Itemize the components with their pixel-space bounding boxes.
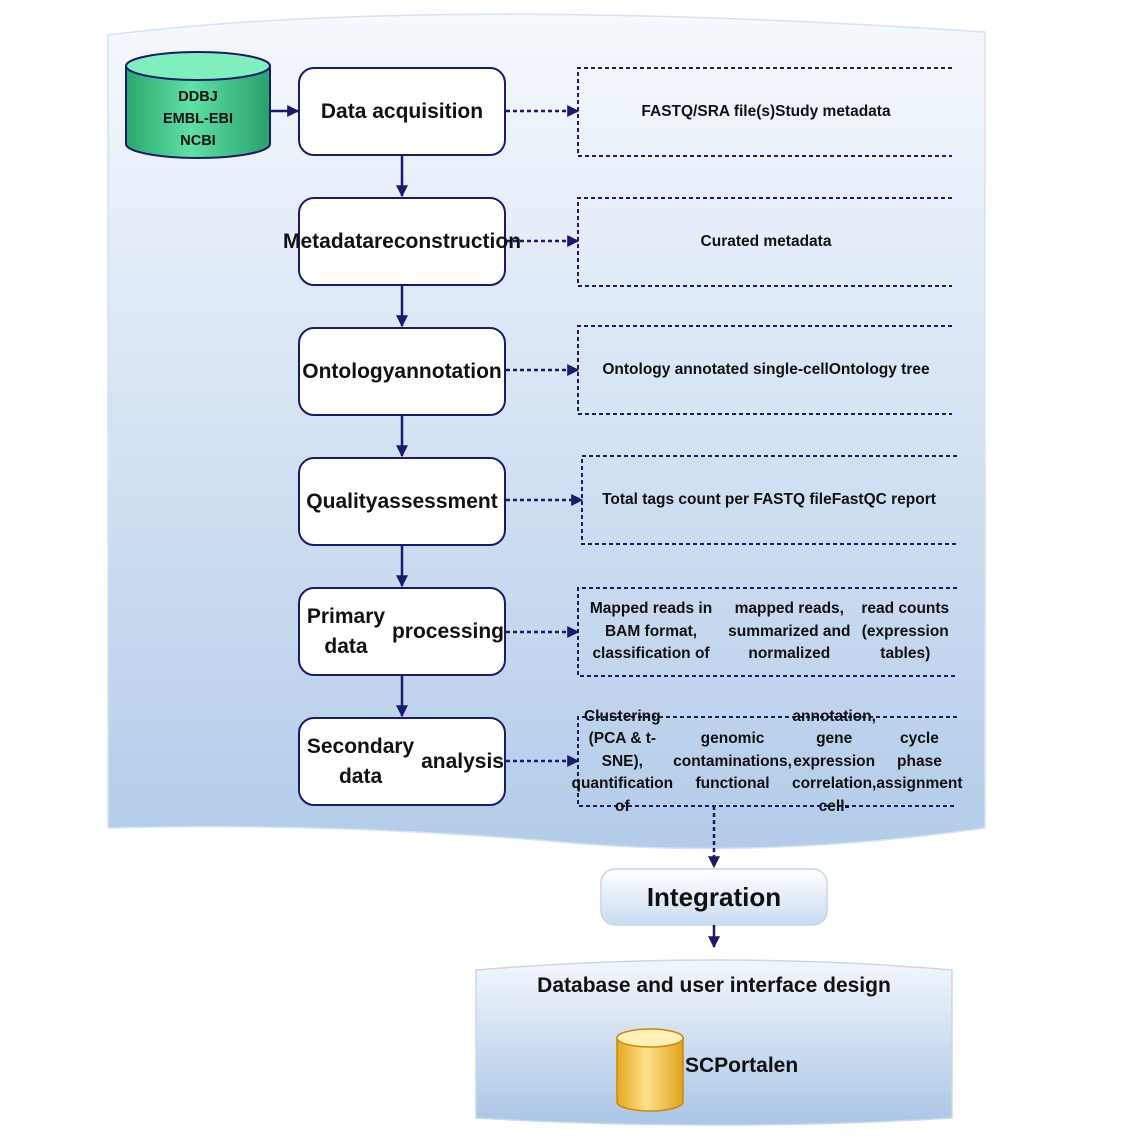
output-line: mapped reads, summarized and normalized xyxy=(728,600,851,663)
output-line: cycle phase assignment xyxy=(876,730,963,793)
step-secondary-data-analysis: Secondary data analysis xyxy=(298,717,506,806)
output-line: Curated metadata xyxy=(700,232,832,250)
output-line: genomic contaminations, functional xyxy=(673,730,792,793)
step-label: Quality xyxy=(306,489,378,513)
output-4: Total tags count per FASTQ file FastQC r… xyxy=(584,458,954,542)
output-1: FASTQ/SRA file(s) Study metadata xyxy=(580,70,952,154)
output-line: FASTQ/SRA file(s) xyxy=(641,102,776,120)
output-6: Clustering (PCA & t-SNE), quantification… xyxy=(572,708,963,815)
output-line: Total tags count per FASTQ file xyxy=(602,490,832,508)
output-line: FastQC report xyxy=(831,490,936,508)
step-quality-assessment: Quality assessment xyxy=(298,457,506,546)
source-embl-ebi: EMBL-EBI xyxy=(162,111,234,127)
output-line: Ontology tree xyxy=(828,360,930,378)
output-line: Ontology annotated single-cell xyxy=(602,360,829,378)
source-database-icon xyxy=(125,51,271,159)
step-label: annotation xyxy=(394,359,502,383)
step-data-acquisition: Data acquisition xyxy=(298,67,506,156)
scportalen-database-icon xyxy=(616,1028,684,1112)
integration-label: Integration xyxy=(646,881,782,912)
output-line: Clustering (PCA & t-SNE), quantification… xyxy=(571,707,674,815)
step-ontology-annotation: Ontology annotation xyxy=(298,327,506,416)
output-line: Study metadata xyxy=(775,102,891,120)
output-2: Curated metadata xyxy=(580,200,952,284)
step-label: processing xyxy=(391,619,504,643)
source-ddbj: DDBJ xyxy=(178,89,218,105)
output-3: Ontology annotated single-cell Ontology … xyxy=(580,328,952,412)
scportalen-label: SCPortalen xyxy=(685,1054,799,1077)
step-label: Primary data xyxy=(306,604,386,658)
step-label: Ontology xyxy=(302,359,395,383)
output-line: annotation, gene expression correlation,… xyxy=(791,707,877,815)
step-label: reconstruction xyxy=(374,229,522,253)
step-label: assessment xyxy=(377,489,498,513)
database-title: Database and user interface design xyxy=(537,974,891,997)
source-ncbi: NCBI xyxy=(180,133,216,149)
output-5: Mapped reads in BAM format, classificati… xyxy=(580,590,954,674)
database-panel xyxy=(475,959,953,1126)
step-label: Secondary data xyxy=(306,734,415,788)
output-line: Mapped reads in BAM format, classificati… xyxy=(589,600,713,663)
step-label: analysis xyxy=(421,749,504,773)
step-label: Data acquisition xyxy=(320,99,484,123)
source-labels: DDBJ EMBL-EBI NCBI xyxy=(126,86,270,152)
step-primary-data-processing: Primary data processing xyxy=(298,587,506,676)
output-line: read counts (expression tables) xyxy=(861,600,950,663)
step-label: Metadata xyxy=(282,229,374,253)
step-metadata-reconstruction: Metadata reconstruction xyxy=(283,197,521,286)
